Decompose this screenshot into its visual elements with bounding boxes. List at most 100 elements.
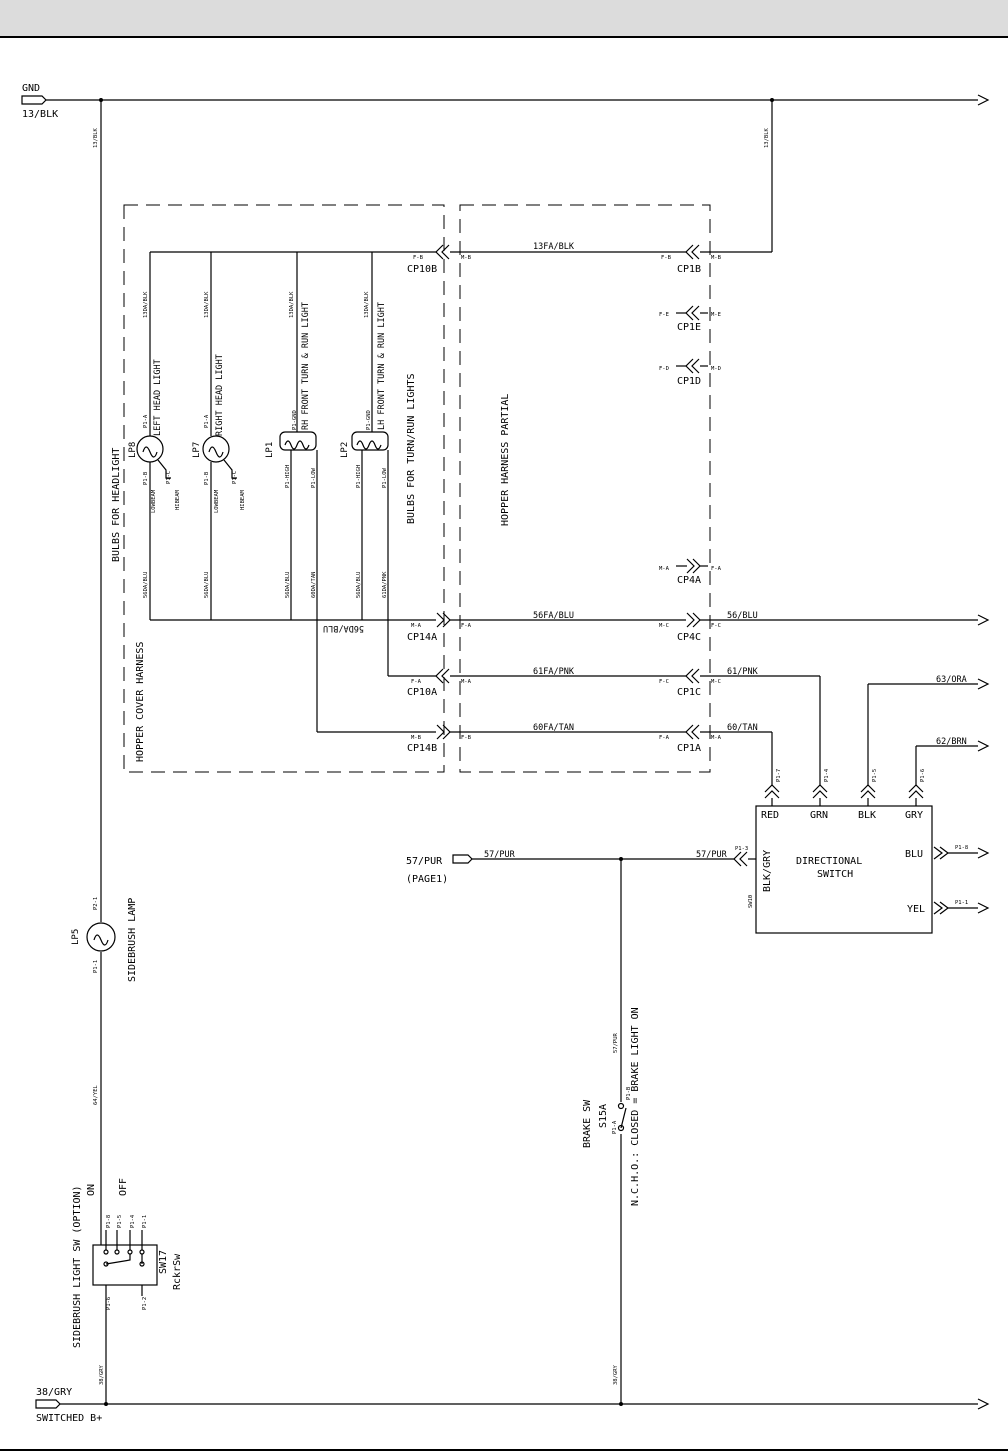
svg-text:LH FRONT TURN & RUN LIGHT: LH FRONT TURN & RUN LIGHT xyxy=(377,302,387,430)
svg-text:F-A: F-A xyxy=(461,623,472,629)
svg-text:LP5: LP5 xyxy=(71,929,81,945)
svg-text:SWITCH: SWITCH xyxy=(817,869,853,880)
svg-text:P1-4: P1-4 xyxy=(824,768,830,782)
svg-text:F-A: F-A xyxy=(659,735,670,741)
connector-cp4a: CP4A M-A F-A xyxy=(659,558,722,586)
svg-text:P1-LOW: P1-LOW xyxy=(382,467,388,488)
wire-13fa-label: 13FA/BLK xyxy=(533,242,575,252)
connector-cp1c: CP1C F-C M-C xyxy=(659,679,721,698)
page1-reference: 57/PUR (PAGE1) xyxy=(406,854,473,885)
svg-text:P1-C: P1-C xyxy=(166,471,172,484)
svg-text:P1-4: P1-4 xyxy=(130,1214,136,1228)
svg-text:13DA/BLK: 13DA/BLK xyxy=(364,291,370,318)
svg-text:LP2: LP2 xyxy=(340,442,350,458)
svg-text:F-B: F-B xyxy=(661,255,672,261)
svg-text:61DA/PNK: 61DA/PNK xyxy=(382,571,388,598)
lamp-lp8: LP8 LEFT HEAD LIGHT P1-A P1-B P1-C LOWBE… xyxy=(128,291,181,620)
svg-text:M-B: M-B xyxy=(411,735,422,741)
wire-61fa-label: 61FA/PNK xyxy=(533,667,575,677)
brake-switch: BRAKE SW S15A N.C.H.O.: CLOSED = BRAKE L… xyxy=(582,1007,641,1206)
svg-text:13DA/BLK: 13DA/BLK xyxy=(143,291,149,318)
svg-text:56DA/BLU: 56DA/BLU xyxy=(143,572,149,599)
svg-text:M-C: M-C xyxy=(711,679,721,685)
bulbs-turn-label: BULBS FOR TURN/RUN LIGHTS xyxy=(406,373,417,524)
gnd-rail: GND 13/BLK xyxy=(21,83,989,120)
svg-text:P1-HIGH: P1-HIGH xyxy=(356,465,362,488)
svg-text:(PAGE1): (PAGE1) xyxy=(406,874,448,885)
svg-text:N.C.H.O.: CLOSED = BRAKE LIGHT: N.C.H.O.: CLOSED = BRAKE LIGHT ON xyxy=(630,1007,641,1206)
svg-text:P1-5: P1-5 xyxy=(872,769,878,782)
svg-text:CP1B: CP1B xyxy=(677,264,701,275)
svg-text:P1-LOW: P1-LOW xyxy=(311,467,317,488)
svg-text:HIBEAM: HIBEAM xyxy=(240,489,246,510)
hopper-cover-harness-box xyxy=(123,204,445,773)
svg-text:P1-A: P1-A xyxy=(143,414,149,428)
svg-text:60DA/TAN: 60DA/TAN xyxy=(311,572,317,599)
svg-text:P1-6: P1-6 xyxy=(106,1297,112,1310)
wire-56fa-label: 56FA/BLU xyxy=(533,611,574,621)
svg-text:P1-1: P1-1 xyxy=(142,1215,148,1228)
svg-text:P1-B: P1-B xyxy=(204,471,210,485)
bulbs-headlight-label: BULBS FOR HEADLIGHT xyxy=(111,448,122,562)
gnd-wire-label: 13/BLK xyxy=(22,109,58,120)
svg-text:LP7: LP7 xyxy=(192,442,202,458)
svg-text:LP8: LP8 xyxy=(128,442,138,458)
svg-text:F-C: F-C xyxy=(659,679,669,685)
svg-text:DIRECTIONAL: DIRECTIONAL xyxy=(796,856,862,867)
svg-text:ON: ON xyxy=(86,1184,97,1196)
upside-down-wire-label: 56DA/BLU xyxy=(323,623,364,633)
right-vertical-wire-label: 13/BLK xyxy=(764,127,770,148)
connector-cp10b: CP10B F-B M-B xyxy=(407,255,472,275)
svg-text:RIGHT HEAD LIGHT: RIGHT HEAD LIGHT xyxy=(215,354,225,436)
wire-57b-label: 57/PUR xyxy=(696,850,728,860)
svg-text:F-B: F-B xyxy=(413,255,424,261)
svg-text:P2-1: P2-1 xyxy=(93,897,99,910)
hopper-cover-label: HOPPER COVER HARNESS xyxy=(135,642,146,762)
svg-text:SW10: SW10 xyxy=(748,895,754,908)
connector-cp14b: CP14B M-B F-B xyxy=(407,735,472,754)
svg-text:P1-7: P1-7 xyxy=(776,769,782,782)
svg-text:CP1A: CP1A xyxy=(677,743,701,754)
svg-text:M-B: M-B xyxy=(711,255,722,261)
svg-text:CP10A: CP10A xyxy=(407,687,437,698)
svg-text:P1-C: P1-C xyxy=(232,471,238,484)
directional-switch: P1-7 P1-4 P1-5 P1-6 RED GRN BLK GRY DIRE… xyxy=(735,768,989,934)
svg-text:YEL: YEL xyxy=(907,904,925,915)
wire-57v-label: 57/PUR xyxy=(613,1032,619,1053)
svg-text:56DA/BLU: 56DA/BLU xyxy=(356,572,362,599)
svg-text:SW17: SW17 xyxy=(158,1250,169,1274)
svg-text:CP1D: CP1D xyxy=(677,376,701,387)
svg-text:M-B: M-B xyxy=(461,255,472,261)
svg-text:13DA/BLK: 13DA/BLK xyxy=(204,291,210,318)
svg-text:F-B: F-B xyxy=(461,735,472,741)
svg-text:P1-B: P1-B xyxy=(143,471,149,485)
svg-text:P1-GND: P1-GND xyxy=(366,410,372,430)
svg-text:M-A: M-A xyxy=(711,735,722,741)
svg-text:P1-HIGH: P1-HIGH xyxy=(285,465,291,488)
page-footer-rule xyxy=(0,1449,1008,1451)
svg-text:SIDEBRUSH LAMP: SIDEBRUSH LAMP xyxy=(127,898,138,982)
svg-text:M-D: M-D xyxy=(711,366,721,372)
svg-text:P1-8: P1-8 xyxy=(955,845,968,851)
svg-text:F-E: F-E xyxy=(659,312,669,318)
svg-text:F-D: F-D xyxy=(659,366,669,372)
svg-text:SIDEBRUSH LIGHT SW (OPTION): SIDEBRUSH LIGHT SW (OPTION) xyxy=(72,1185,83,1348)
b-plus-wire-label: 38/GRY xyxy=(36,1387,72,1398)
svg-text:RckrSw: RckrSw xyxy=(172,1253,183,1290)
svg-text:P1-1: P1-1 xyxy=(955,900,968,906)
wire-56-label: 56/BLU xyxy=(727,611,758,621)
svg-text:HIBEAM: HIBEAM xyxy=(175,489,181,510)
svg-text:S15A: S15A xyxy=(598,1104,609,1128)
wire-63-label: 63/ORA xyxy=(936,675,967,685)
svg-text:13DA/BLK: 13DA/BLK xyxy=(289,291,295,318)
wire-61-label: 61/PNK xyxy=(727,667,759,677)
svg-text:RH FRONT TURN & RUN LIGHT: RH FRONT TURN & RUN LIGHT xyxy=(301,302,311,430)
gnd-label: GND xyxy=(22,83,40,94)
wire-57-label: 57/PUR xyxy=(484,850,516,860)
hopper-harness-partial-box xyxy=(459,204,711,773)
svg-text:OFF: OFF xyxy=(118,1178,129,1196)
svg-text:P1-8: P1-8 xyxy=(106,1215,112,1228)
svg-text:CP4C: CP4C xyxy=(677,632,701,643)
svg-text:F-A: F-A xyxy=(411,679,422,685)
